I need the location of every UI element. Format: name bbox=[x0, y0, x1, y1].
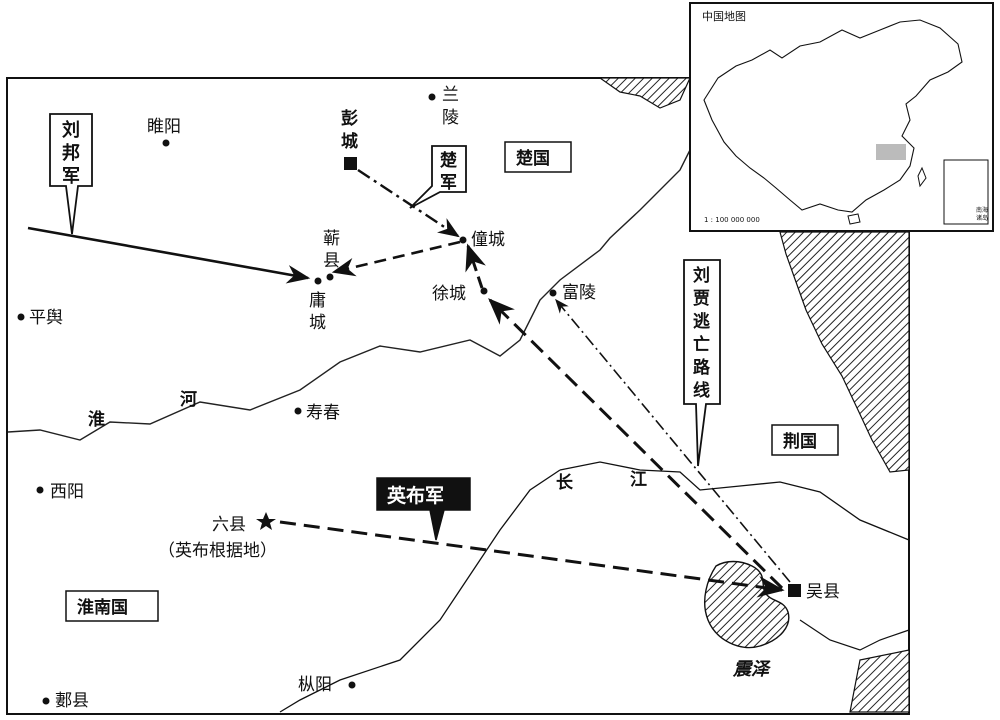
inset-southsea-box bbox=[943, 159, 989, 225]
label-liujia-4: 亡 bbox=[693, 334, 710, 355]
label-shouchun: 寿春 bbox=[306, 403, 340, 423]
label-yongcheng-1: 庸 bbox=[309, 291, 326, 311]
label-qixian2: 郪县 bbox=[55, 691, 89, 711]
label-fuling: 富陵 bbox=[562, 283, 596, 303]
label-yingbu: 英布军 bbox=[387, 484, 444, 507]
marker-wuxian bbox=[788, 584, 801, 597]
sea-area bbox=[779, 231, 910, 473]
border-chu bbox=[7, 149, 691, 441]
label-liujia-2: 贾 bbox=[693, 289, 710, 309]
label-zongyang: 枞阳 bbox=[298, 675, 332, 695]
label-state-huainan: 淮南国 bbox=[77, 597, 128, 618]
label-yongcheng-2: 城 bbox=[309, 313, 326, 333]
label-liujia-5: 路 bbox=[693, 357, 711, 378]
marker-suiyang bbox=[162, 139, 170, 147]
chujun-route-2 bbox=[331, 240, 461, 277]
label-xucheng: 徐城 bbox=[432, 284, 466, 304]
label-lanling-1: 兰 bbox=[442, 85, 459, 105]
label-liubang-3: 军 bbox=[62, 166, 80, 187]
label-liuxian: 六县 bbox=[212, 515, 246, 535]
marker-zongyang bbox=[348, 681, 356, 689]
label-xiyang: 西阳 bbox=[50, 482, 84, 502]
inset-southsea-2: 诸岛 bbox=[976, 214, 988, 222]
callout-yingbu bbox=[376, 477, 471, 541]
label-pengcheng-1: 彭 bbox=[341, 108, 358, 129]
yingbu-route-east bbox=[279, 520, 785, 598]
callout-liujia bbox=[683, 259, 721, 467]
label-state-jing: 荆国 bbox=[783, 431, 817, 452]
marker-qixian2 bbox=[42, 697, 50, 705]
marker-lanling bbox=[428, 93, 436, 101]
inset-title: 中国地图 bbox=[702, 10, 746, 23]
label-river-huai-1: 淮 bbox=[88, 410, 105, 430]
label-qixian-1: 蕲 bbox=[323, 229, 340, 249]
state-box-jing bbox=[771, 424, 839, 456]
marker-tongcheng bbox=[459, 236, 467, 244]
liujia-route bbox=[555, 298, 791, 583]
marker-yongcheng bbox=[314, 277, 322, 285]
label-liujia-3: 逃 bbox=[693, 311, 711, 332]
label-river-huai-2: 河 bbox=[180, 390, 197, 410]
river-changjiang-south bbox=[279, 469, 561, 713]
inset-taiwan bbox=[917, 166, 927, 188]
marker-shouchun bbox=[294, 407, 302, 415]
label-state-chu: 楚国 bbox=[516, 148, 550, 169]
label-liuxian-note: （英布根据地） bbox=[158, 541, 277, 561]
inset-scale: 1 : 100 000 000 bbox=[704, 216, 760, 224]
callout-chujun bbox=[409, 145, 467, 209]
marker-xiyang bbox=[36, 486, 44, 494]
sea-area-south bbox=[849, 649, 910, 713]
label-pingyu: 平舆 bbox=[29, 308, 63, 328]
inset-highlight bbox=[876, 144, 906, 160]
label-suiyang: 睢阳 bbox=[147, 117, 181, 137]
label-wuxian: 吴县 bbox=[806, 582, 840, 602]
callout-liubang bbox=[49, 113, 93, 235]
label-pengcheng-2: 城 bbox=[341, 132, 358, 152]
label-river-chang-2: 江 bbox=[630, 470, 647, 490]
river-lower bbox=[799, 619, 910, 651]
chujun-route-1 bbox=[357, 168, 460, 238]
river-changjiang bbox=[559, 461, 910, 541]
yingbu-route-north-2 bbox=[465, 243, 486, 289]
label-river-chang-1: 长 bbox=[556, 472, 574, 493]
inset-hainan bbox=[847, 213, 861, 225]
state-box-huainan bbox=[65, 590, 159, 622]
label-qixian-2: 县 bbox=[323, 251, 340, 271]
marker-fuling bbox=[549, 289, 557, 297]
label-liujia-1: 刘 bbox=[693, 265, 710, 286]
label-liubang-2: 邦 bbox=[62, 142, 80, 164]
liubang-route bbox=[27, 226, 311, 284]
marker-pengcheng bbox=[344, 157, 357, 170]
label-lake: 震泽 bbox=[732, 659, 771, 680]
label-chujun-1: 楚 bbox=[440, 150, 458, 171]
label-chujun-2: 军 bbox=[440, 173, 457, 193]
inset-southsea-1: 南海 bbox=[976, 206, 988, 214]
inset-china-outline bbox=[703, 19, 963, 213]
yingbu-route-north-1 bbox=[488, 298, 784, 590]
state-box-chu bbox=[504, 141, 572, 173]
label-liubang-1: 刘 bbox=[62, 119, 80, 141]
marker-xucheng bbox=[480, 287, 488, 295]
label-tongcheng: 僮城 bbox=[471, 230, 505, 250]
marker-qixian bbox=[326, 273, 334, 281]
label-lanling-2: 陵 bbox=[442, 108, 459, 128]
label-liujia-6: 线 bbox=[693, 380, 710, 401]
lake-zhenze bbox=[704, 560, 790, 649]
marker-pingyu bbox=[17, 313, 25, 321]
marker-liuxian-star bbox=[256, 512, 276, 530]
